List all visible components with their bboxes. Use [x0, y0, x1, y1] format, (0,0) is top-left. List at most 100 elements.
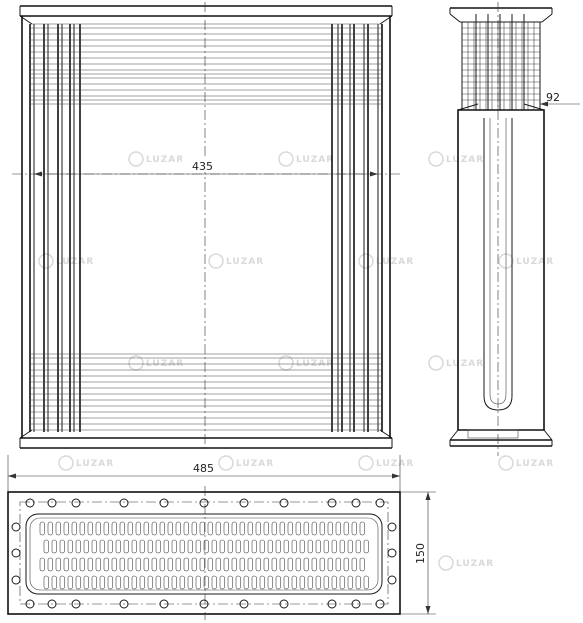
slot [319, 557, 325, 572]
slot [311, 557, 317, 572]
dimension-92: 92 [540, 91, 580, 107]
slot [263, 521, 269, 536]
plan-bolt-holes [11, 498, 397, 609]
slot [63, 521, 69, 536]
slot [339, 539, 345, 554]
watermark-mark [218, 455, 234, 471]
watermark-layer: LUZAR LUZAR LUZAR LUZAR LUZAR LUZAR LUZAR LUZAR… [38, 151, 554, 571]
slot [71, 521, 77, 536]
slot [335, 557, 341, 572]
bolt-hole [351, 498, 361, 508]
slot [295, 557, 301, 572]
watermark-mark [498, 455, 514, 471]
bolt-hole [25, 498, 35, 508]
slot [171, 575, 177, 590]
slot [171, 539, 177, 554]
slot [259, 539, 265, 554]
bolt-hole [279, 599, 289, 609]
slot [323, 539, 329, 554]
watermark-text: LUZAR [76, 459, 114, 469]
slot [143, 557, 149, 572]
slot [335, 521, 341, 536]
dimension-150: 150 [400, 491, 436, 615]
bolt-hole [199, 498, 209, 508]
slot [111, 521, 117, 536]
slot [107, 539, 113, 554]
slot [95, 557, 101, 572]
slot [279, 521, 285, 536]
slot [199, 557, 205, 572]
slot [363, 575, 369, 590]
watermark-logo: LUZAR [358, 253, 414, 269]
slot [235, 575, 241, 590]
slot [99, 575, 105, 590]
slot [183, 521, 189, 536]
slot [359, 557, 365, 572]
watermark-logo: LUZAR [58, 455, 114, 471]
watermark-text: LUZAR [376, 257, 414, 267]
slot [195, 575, 201, 590]
watermark-text: LUZAR [226, 257, 264, 267]
watermark-text: LUZAR [446, 155, 484, 165]
slot [327, 521, 333, 536]
slot [175, 521, 181, 536]
slot [275, 539, 281, 554]
side-core-grid [462, 14, 540, 110]
slot [123, 575, 129, 590]
slot [111, 557, 117, 572]
front-fins-top [30, 23, 382, 105]
slot [159, 521, 165, 536]
bolt-hole [387, 548, 397, 558]
bolt-hole [47, 498, 57, 508]
plan-slots [39, 521, 369, 590]
watermark-logo: LUZAR [218, 455, 273, 471]
slot [115, 539, 121, 554]
slot [55, 557, 61, 572]
slot [343, 557, 349, 572]
slot [319, 521, 325, 536]
dimension-435: 435 [34, 158, 378, 177]
slot [139, 575, 145, 590]
bolt-hole [375, 498, 385, 508]
bolt-hole [327, 599, 337, 609]
slot [251, 575, 257, 590]
dimension-485: 485 [7, 455, 401, 492]
bolt-hole [71, 498, 81, 508]
slot [303, 557, 309, 572]
slot [79, 521, 85, 536]
slot [207, 557, 213, 572]
slot [127, 557, 133, 572]
watermark-logo: LUZAR [358, 455, 413, 471]
bolt-hole [11, 522, 21, 532]
slot [255, 521, 261, 536]
slot [67, 575, 73, 590]
slot [75, 575, 81, 590]
slot [79, 557, 85, 572]
bolt-hole [375, 599, 385, 609]
dimension-150-label: 150 [414, 543, 427, 564]
slot [331, 539, 337, 554]
slot [215, 521, 221, 536]
slot [347, 575, 353, 590]
slot [211, 539, 217, 554]
slot [67, 539, 73, 554]
watermark-logo: LUZAR [428, 355, 483, 371]
slot [355, 575, 361, 590]
slot [51, 575, 57, 590]
slot [239, 557, 245, 572]
slot [75, 539, 81, 554]
slot [315, 575, 321, 590]
slot [155, 539, 161, 554]
slot [59, 575, 65, 590]
slot [215, 557, 221, 572]
slot [99, 539, 105, 554]
front-tubes-left [29, 24, 81, 432]
slot [227, 539, 233, 554]
watermark-text: LUZAR [516, 459, 554, 469]
slot [147, 575, 153, 590]
slot [179, 539, 185, 554]
slot [71, 557, 77, 572]
slot [163, 575, 169, 590]
slot [91, 539, 97, 554]
slot [275, 575, 281, 590]
